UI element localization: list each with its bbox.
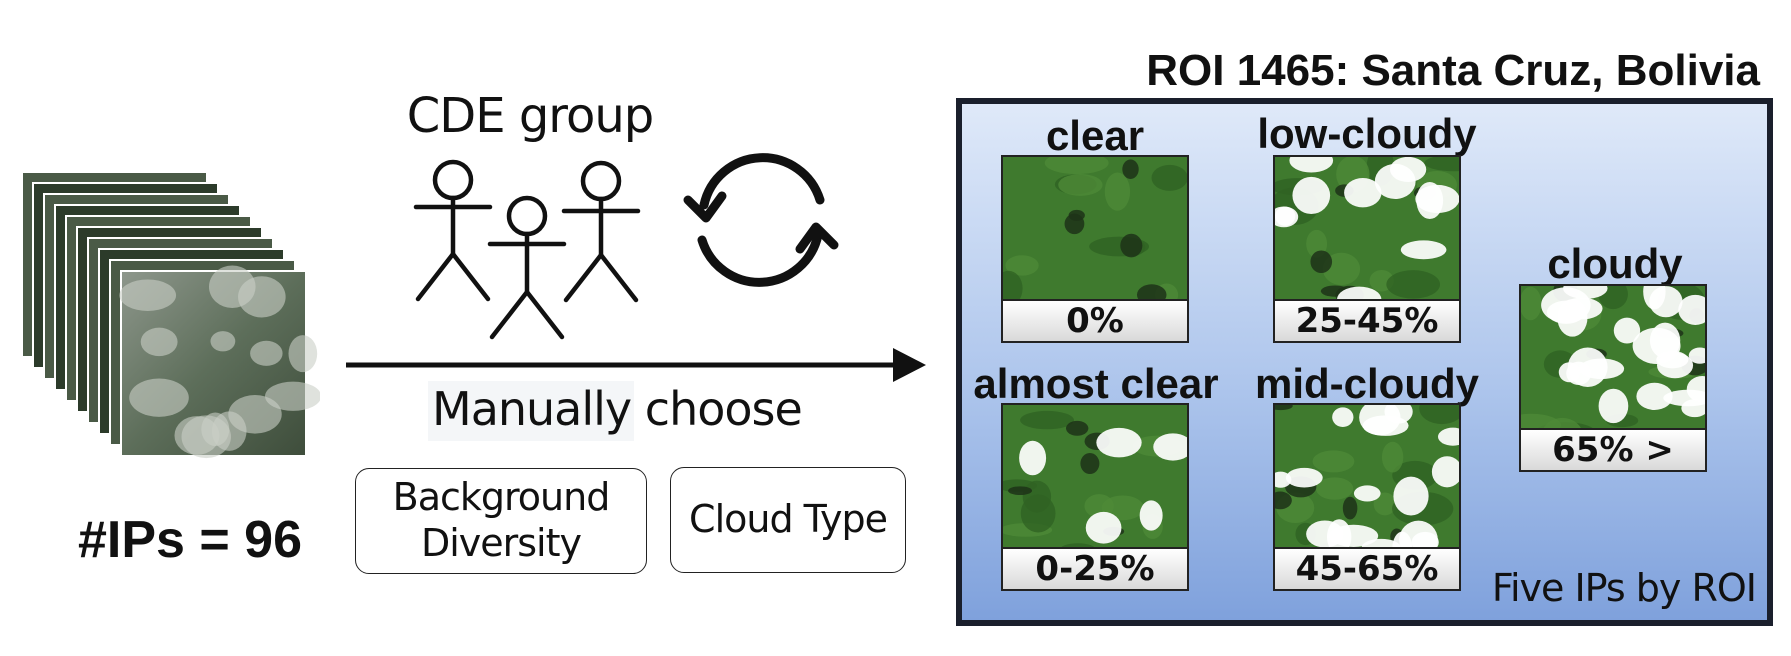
cloud-range-mid-cloudy: 45-65% [1275, 547, 1459, 589]
ip-count-label: #IPs = 96 [77, 511, 303, 569]
cde-group-icon [413, 153, 839, 340]
thumbnail-clear: 0% [1001, 155, 1189, 343]
arrow-label: Manually choose [432, 382, 803, 436]
person-icon [487, 195, 567, 340]
group-title: CDE group [406, 88, 654, 144]
person-icon [413, 159, 493, 302]
cloud-type-label: Cloud Type [689, 497, 888, 542]
category-label-mid-cloudy: mid-cloudy [1254, 360, 1479, 407]
cloud-range-clear: 0% [1003, 299, 1187, 341]
category-label-clear: clear [1045, 112, 1145, 159]
category-label-almost-clear: almost clear [973, 360, 1219, 407]
background-diversity-chip: Background Diversity [355, 468, 647, 574]
person-icon [561, 160, 641, 303]
arrow-label-background [428, 381, 634, 441]
category-label-low-cloudy: low-cloudy [1257, 110, 1477, 157]
thumbnail-mid-cloudy: 45-65% [1273, 403, 1461, 591]
cloud-type-chip: Cloud Type [670, 467, 906, 573]
background-diversity-label: Background Diversity [392, 475, 611, 565]
category-label-cloudy: cloudy [1547, 240, 1683, 287]
thumbnail-low-cloudy: 25-45% [1273, 155, 1461, 343]
arrow-right-icon [346, 348, 926, 382]
refresh-cycle-icon [683, 153, 839, 287]
cloud-range-cloudy: 65% > [1521, 428, 1705, 470]
thumbnail-cloudy: 65% > [1519, 284, 1707, 472]
image-stack-icon [21, 171, 320, 459]
roi-footer-note: Five IPs by ROI [1491, 566, 1757, 610]
cloud-range-almost-clear: 0-25% [1003, 547, 1187, 589]
roi-title: ROI 1465: Santa Cruz, Bolivia [1146, 46, 1760, 95]
thumbnail-almost-clear: 0-25% [1001, 403, 1189, 591]
cloud-range-low-cloudy: 25-45% [1275, 299, 1459, 341]
satellite-image [1003, 157, 1187, 341]
